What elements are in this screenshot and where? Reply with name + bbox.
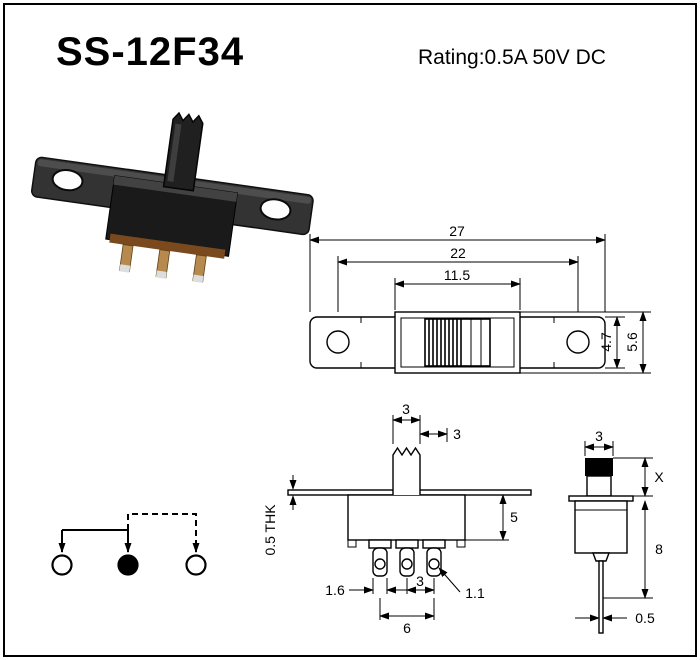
connection-dashed	[127, 513, 200, 553]
svg-text:22: 22	[450, 245, 466, 261]
svg-text:3: 3	[453, 426, 461, 442]
dim-overall-length: 27	[309, 223, 606, 312]
product-rating: Rating:0.5A 50V DC	[418, 46, 606, 69]
top-view-body	[394, 311, 521, 374]
svg-text:0.5: 0.5	[635, 610, 655, 626]
svg-text:5.6: 5.6	[624, 332, 640, 352]
switch-pins	[119, 244, 207, 283]
svg-text:1.6: 1.6	[325, 582, 345, 598]
svg-text:6: 6	[403, 620, 411, 636]
dim-hole-pitch: 22	[337, 245, 579, 312]
svg-text:4.7: 4.7	[598, 332, 614, 352]
dim-plate-width: 4.7	[598, 316, 625, 369]
front-view-drawing: 3 3 0.5 THK 5 1.6 3 1.1	[262, 401, 532, 636]
side-switch	[568, 458, 634, 634]
dim-pin-width: 1.6	[325, 578, 409, 598]
svg-text:3: 3	[402, 401, 410, 417]
dim-hole-diameter: 1.1	[438, 567, 485, 601]
bracket-hole-right	[259, 198, 292, 221]
svg-text:3: 3	[595, 428, 603, 444]
svg-text:1.1: 1.1	[465, 585, 485, 601]
product-title: SS-12F34	[56, 30, 245, 74]
terminal-right	[185, 554, 207, 576]
circuit-schematic	[51, 513, 207, 576]
svg-text:X: X	[654, 469, 664, 485]
dim-knob-travel: 3	[419, 426, 461, 442]
dim-body-height: 5	[465, 494, 518, 541]
bracket-hole-left	[51, 169, 84, 192]
dim-height-x: X	[613, 457, 664, 497]
svg-text:0.5 THK: 0.5 THK	[262, 504, 278, 556]
dim-body-depth: 8	[603, 500, 663, 599]
page-frame	[3, 3, 697, 657]
front-pins	[368, 539, 446, 577]
front-knob	[392, 446, 421, 495]
dim-plate-thickness: 0.5 THK	[262, 475, 297, 556]
svg-text:3: 3	[416, 573, 424, 589]
svg-text:5: 5	[510, 509, 518, 525]
top-view-drawing: 27 22 11.5 4.7 5.6	[309, 223, 651, 374]
dim-body-width: 5.6	[520, 311, 651, 374]
svg-text:11.5: 11.5	[444, 267, 470, 283]
dim-knob-width: 3	[392, 401, 421, 444]
side-view-drawing: 3 X 8 0.5	[568, 428, 664, 634]
terminal-common	[117, 554, 139, 576]
connection-solid	[58, 529, 132, 553]
product-photo	[30, 111, 314, 283]
front-body	[347, 494, 466, 541]
svg-text:27: 27	[449, 223, 465, 239]
actuator-knob	[162, 111, 204, 192]
dim-pin-pitch: 3	[406, 573, 435, 594]
terminal-left	[51, 554, 73, 576]
dim-knob-depth: 3	[584, 428, 614, 456]
dim-pin-span: 6	[379, 598, 435, 636]
dim-body-length: 11.5	[394, 267, 521, 310]
svg-text:8: 8	[655, 541, 663, 557]
dim-pin-thickness: 0.5	[575, 610, 655, 626]
